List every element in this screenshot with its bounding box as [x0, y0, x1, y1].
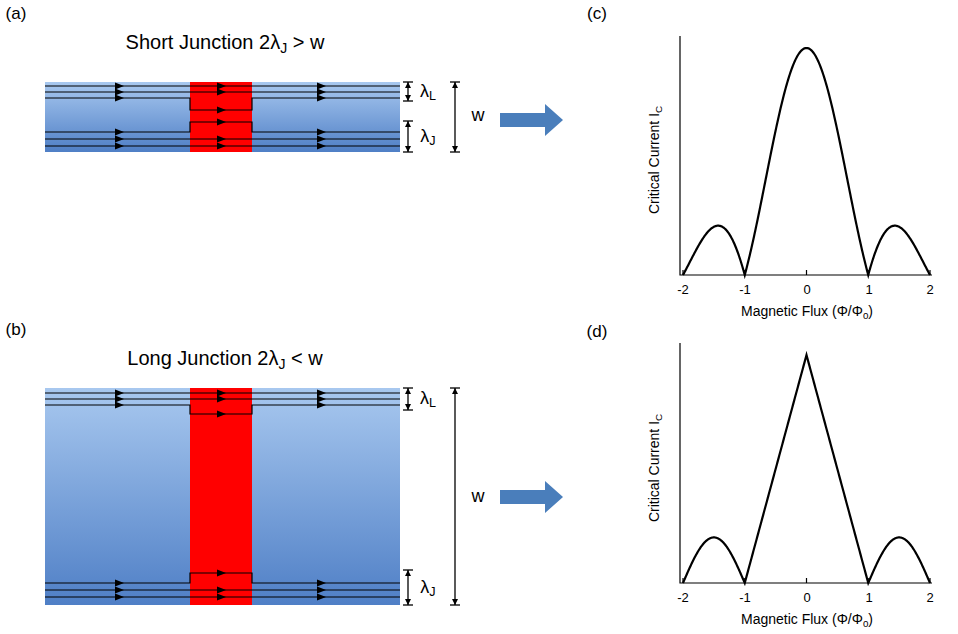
arrowhead	[217, 594, 226, 601]
arrowhead	[115, 402, 124, 409]
arrowhead	[317, 136, 326, 143]
arrowhead	[317, 143, 326, 150]
current-line	[45, 573, 400, 583]
dimension-label: λJ	[420, 127, 435, 147]
arrow	[500, 481, 563, 513]
arrowhead	[217, 390, 226, 397]
arrowhead	[217, 136, 226, 143]
arrowhead	[217, 107, 226, 114]
plots	[680, 36, 932, 583]
arrowhead	[317, 89, 326, 96]
axis-title: Magnetic Flux (Φ/Φ0)	[741, 304, 873, 319]
arrowhead	[115, 89, 124, 96]
panel-letter: (c)	[587, 5, 607, 24]
arrowhead	[317, 594, 326, 601]
axis-title: Critical Current IC	[647, 106, 662, 214]
dimension-label: λL	[420, 389, 436, 409]
superconductor	[45, 82, 400, 152]
arrowhead	[115, 396, 124, 403]
current-line	[45, 122, 400, 132]
arrowhead	[317, 402, 326, 409]
panel-title: Short Junction 2λJ > w	[126, 31, 325, 53]
arrowhead	[115, 587, 124, 594]
arrowhead	[317, 95, 326, 102]
critical-current-curve	[683, 355, 930, 583]
dimension-label: w	[472, 106, 485, 126]
axis-title: Magnetic Flux (Φ/Φ0)	[741, 612, 873, 627]
dimension-label: λJ	[420, 578, 435, 598]
arrowhead	[115, 129, 124, 136]
arrowhead	[115, 594, 124, 601]
dimension-brackets	[403, 82, 460, 605]
arrowhead	[317, 390, 326, 397]
arrowhead	[317, 83, 326, 90]
tick-label: -2	[677, 591, 689, 605]
current-lines	[45, 83, 400, 601]
tick	[806, 270, 807, 275]
arrowhead	[317, 129, 326, 136]
tick-label: 1	[865, 591, 872, 605]
axis	[680, 36, 932, 275]
superconductor	[45, 388, 400, 605]
tick-label: 1	[865, 283, 872, 297]
arrowhead	[217, 587, 226, 594]
critical-current-curve	[683, 48, 930, 275]
arrowhead	[115, 390, 124, 397]
arrowhead	[217, 119, 226, 126]
tick-label: 2	[926, 283, 933, 297]
axis-title: Critical Current IC	[647, 414, 662, 522]
tick-label: -1	[739, 591, 751, 605]
panel-letter: (d)	[587, 323, 608, 342]
arrowhead	[115, 580, 124, 587]
dimension-label: w	[472, 487, 485, 507]
axis	[680, 343, 932, 583]
arrowhead	[217, 89, 226, 96]
arrowhead	[217, 143, 226, 150]
arrowhead	[217, 83, 226, 90]
arrowhead	[115, 95, 124, 102]
dimension-label: λL	[420, 82, 436, 102]
tick-label: -2	[677, 283, 689, 297]
tick-label: -1	[739, 283, 751, 297]
arrowhead	[317, 580, 326, 587]
tick-label: 2	[926, 591, 933, 605]
arrowhead	[217, 570, 226, 577]
panel-letter: (b)	[6, 321, 27, 340]
current-line	[45, 98, 400, 110]
arrowhead	[317, 396, 326, 403]
arrowhead	[115, 136, 124, 143]
tick-label: 0	[803, 591, 810, 605]
panel-title: Long Junction 2λJ < w	[127, 347, 322, 369]
arrowhead	[217, 396, 226, 403]
arrowhead	[115, 143, 124, 150]
arrowhead	[317, 587, 326, 594]
arrow	[500, 104, 563, 136]
arrowhead	[217, 411, 226, 418]
tick-label: 0	[803, 283, 810, 297]
tick	[806, 578, 807, 583]
arrowhead	[115, 83, 124, 90]
panel-letter: (a)	[6, 5, 27, 24]
